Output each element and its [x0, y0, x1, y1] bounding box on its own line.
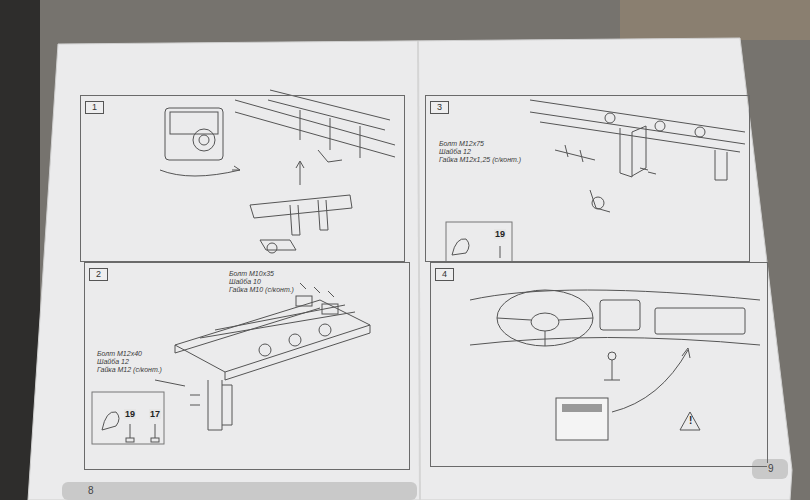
page-number: 8 — [87, 485, 95, 497]
bolt-spec: Болт М12х75 — [438, 140, 485, 148]
floor — [620, 0, 810, 40]
page-tab — [752, 459, 788, 479]
page-number: 9 — [767, 463, 775, 475]
step-number: 1 — [85, 101, 104, 114]
wrench-size: 19 — [494, 229, 506, 239]
page-tab — [62, 482, 417, 500]
warning-mark: ! — [688, 417, 693, 425]
bolt-spec: Болт М10х35 — [228, 270, 275, 278]
step-panel: 3 — [425, 95, 750, 262]
wrench-size: 17 — [149, 409, 161, 419]
wrench-size: 19 — [124, 409, 136, 419]
washer-spec: Шайба 10 — [228, 278, 262, 286]
panel4-drawing — [470, 290, 760, 440]
panel3-drawing — [446, 100, 745, 262]
step-number: 4 — [435, 268, 454, 281]
washer-spec: Шайба 12 — [96, 358, 130, 366]
paper-sheet — [28, 38, 792, 500]
nut-spec: Гайка М12 (с/конт.) — [96, 366, 163, 374]
bolt-spec: Болт М12х40 — [96, 350, 143, 358]
step-panel: 1 — [80, 95, 405, 262]
panel1-drawing — [160, 90, 395, 253]
washer-spec: Шайба 12 — [438, 148, 472, 156]
fold — [418, 41, 420, 500]
step-panel: 4 — [430, 262, 768, 467]
step-number: 3 — [430, 101, 449, 114]
step-number: 2 — [89, 268, 108, 281]
nut-spec: Гайка М10 (с/конт.) — [228, 286, 295, 294]
nut-spec: Гайка М12х1,25 (с/конт.) — [438, 156, 522, 164]
panel2-drawing — [92, 283, 370, 444]
